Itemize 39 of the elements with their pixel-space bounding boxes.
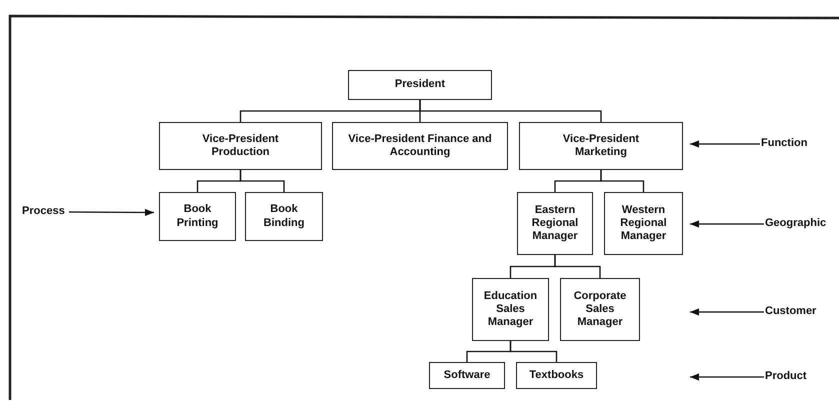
- position-title: Textbooks: [529, 368, 584, 382]
- position-title: Book Binding: [262, 203, 306, 230]
- org-box: [348, 70, 492, 100]
- connector-line: [240, 170, 285, 192]
- connector-line: [554, 255, 601, 278]
- pointer-arrow: [690, 220, 764, 228]
- position-title: Software: [444, 368, 490, 382]
- pointer-arrow: [69, 208, 154, 216]
- side-label: Product: [765, 369, 807, 385]
- connector-line: [600, 170, 644, 192]
- position-title: President: [394, 78, 446, 92]
- org-box: [429, 362, 505, 389]
- position-title: Eastern Regional Manager: [530, 204, 580, 244]
- pointer-arrow: [690, 373, 764, 381]
- side-label: Function: [761, 136, 808, 152]
- org-box: [159, 192, 236, 241]
- pointer-arrow: [690, 308, 764, 316]
- org-box: [516, 362, 597, 389]
- pointer-arrow: [690, 140, 760, 148]
- position-title: Vice-President Marketing: [562, 132, 640, 160]
- org-box: [159, 122, 322, 170]
- org-box: [245, 192, 323, 241]
- side-label: Geographic: [765, 216, 826, 232]
- position-title: Book Printing: [176, 203, 220, 230]
- side-label: Process: [22, 204, 65, 220]
- position-title: Vice-President Finance and Accounting: [347, 132, 493, 160]
- position-title: Vice-President Production: [201, 132, 280, 160]
- org-box: [519, 122, 683, 170]
- org-box: [517, 192, 593, 255]
- side-label: Customer: [765, 304, 816, 320]
- org-box: [604, 192, 683, 255]
- position-title: Education Sales Manager: [482, 290, 538, 330]
- org-box: [560, 278, 640, 341]
- connector-line: [419, 100, 602, 122]
- position-title: Corporate Sales Manager: [572, 290, 628, 330]
- position-title: Western Regional Manager: [619, 204, 668, 244]
- org-box: [332, 122, 508, 170]
- org-box: [472, 278, 549, 341]
- connector-line: [510, 341, 558, 362]
